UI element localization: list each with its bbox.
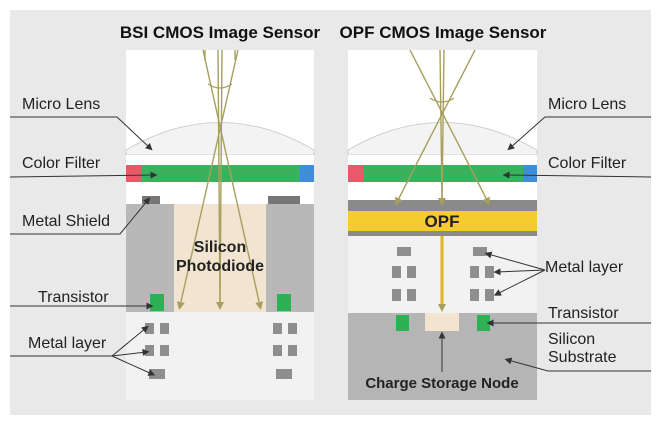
label-silicon-substrate-2: Substrate	[548, 349, 617, 366]
label-transistor-right: Transistor	[548, 305, 619, 322]
bsi-sensor: Silicon Photodiode	[125, 50, 315, 400]
bsi-metal-layer-left	[145, 323, 169, 379]
opf-film-label: OPF	[425, 212, 460, 231]
opf-red-filter	[348, 165, 363, 182]
opf-charge-storage-node	[425, 313, 459, 331]
label-color-filter-left: Color Filter	[22, 155, 101, 172]
opf-film-layer	[348, 211, 537, 231]
right-leader-lines	[438, 116, 652, 372]
label-color-filter-right: Color Filter	[548, 155, 627, 172]
bsi-blue-filter	[300, 165, 314, 182]
opf-light-rays	[395, 50, 490, 206]
bsi-red-filter	[126, 165, 142, 182]
label-metal-layer-right: Metal layer	[545, 259, 624, 276]
label-micro-lens-left: Micro Lens	[22, 96, 100, 113]
left-leader-lines	[9, 116, 158, 376]
opf-blue-filter	[523, 165, 537, 182]
bsi-metal-layer-right	[273, 323, 297, 379]
right-labels: Micro Lens Color Filter Metal layer Tran…	[545, 96, 627, 366]
opf-transistor-right	[477, 315, 490, 331]
bsi-title: BSI CMOS Image Sensor	[120, 23, 321, 42]
bsi-photodiode-label-1: Silicon	[194, 239, 246, 256]
bsi-gap-layer	[126, 182, 314, 204]
bsi-metal-shield-left	[142, 196, 160, 204]
bsi-metal-shield-right	[268, 196, 300, 204]
opf-sensor: OPF Charge Storage Node	[347, 50, 538, 400]
bsi-light-rays	[176, 50, 264, 310]
bsi-filter-base	[126, 155, 314, 165]
label-transistor-left: Transistor	[38, 289, 109, 306]
opf-charge-storage-label: Charge Storage Node	[365, 375, 518, 392]
opf-title: OPF CMOS Image Sensor	[340, 23, 547, 42]
bsi-micro-lens	[125, 122, 315, 156]
opf-metal-layer-right	[470, 247, 494, 301]
label-metal-layer-left: Metal layer	[28, 335, 107, 352]
opf-transistor-left	[396, 315, 409, 331]
bsi-photodiode-label-2: Photodiode	[176, 258, 264, 275]
background-panel	[10, 10, 651, 415]
label-metal-shield-left: Metal Shield	[22, 213, 110, 230]
bsi-transistor-left	[150, 294, 164, 311]
opf-angle-arc	[429, 97, 455, 103]
bsi-metal-layer-region	[126, 312, 314, 400]
opf-film-base	[348, 231, 537, 236]
label-micro-lens-right: Micro Lens	[548, 96, 626, 113]
label-silicon-substrate-1: Silicon	[548, 331, 595, 348]
left-labels: Micro Lens Color Filter Metal Shield Tra…	[22, 96, 110, 352]
bsi-angle-arc	[207, 83, 233, 89]
bsi-transistor-right	[277, 294, 291, 311]
opf-metal-layer-left	[392, 247, 416, 301]
